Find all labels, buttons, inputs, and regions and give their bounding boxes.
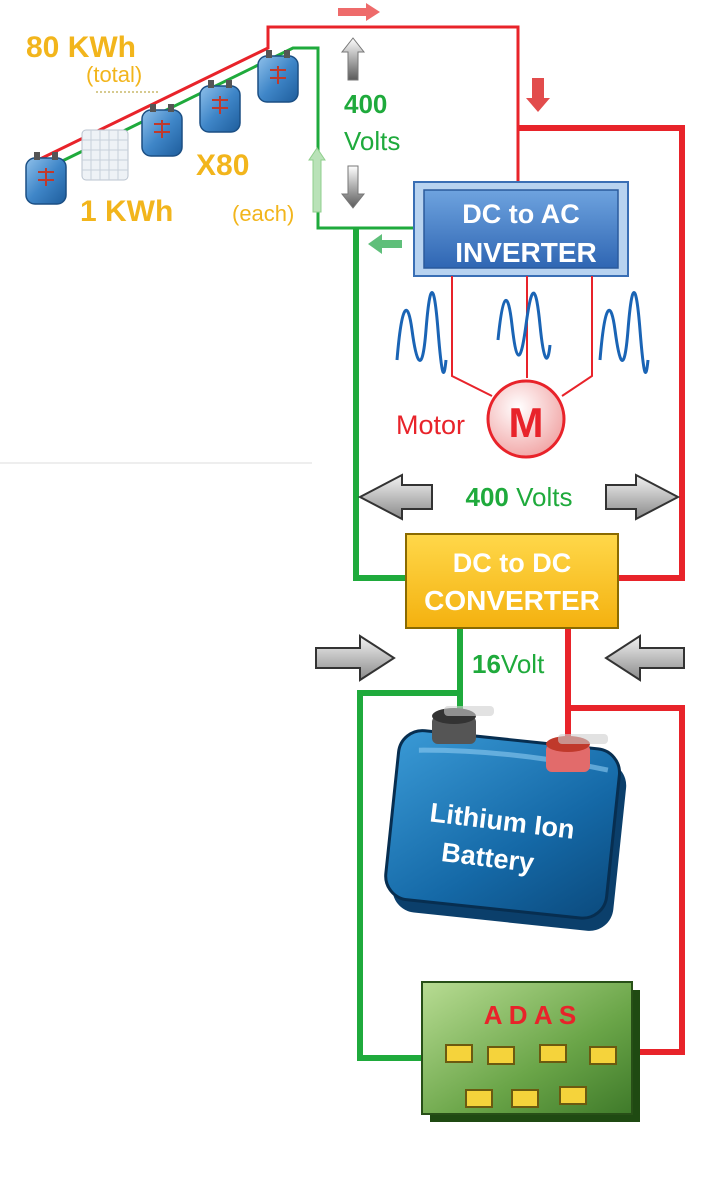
battery-cell: [25, 152, 67, 205]
bus-voltage-value: 400: [466, 482, 509, 512]
cell-module-grid: [81, 129, 129, 181]
cell-capacity: 1 KWh: [80, 195, 173, 228]
bus-arrow-left-icon: [357, 473, 433, 521]
lithium-battery: Lithium Ion Battery: [384, 706, 627, 931]
negative-terminal: [432, 706, 494, 744]
total-note: (total): [86, 62, 142, 87]
lv-arrow-left-icon: [604, 634, 685, 682]
pack-voltage-value: 400: [344, 89, 387, 119]
adas-label: A D A S: [484, 1000, 576, 1030]
converter-line2: CONVERTER: [424, 585, 600, 616]
motor: M Motor: [396, 379, 566, 459]
bus-voltage: 400 Volts: [357, 473, 681, 521]
low-voltage-arrows: 16Volt: [315, 634, 685, 682]
motor-phase-wires: [451, 276, 593, 397]
waveform-center: [496, 291, 552, 360]
arrow-left-icon: [368, 234, 402, 254]
battery-cell: [257, 50, 299, 103]
svg-text:400 Volts: 400 Volts: [466, 482, 573, 512]
adas-module: A D A S: [421, 981, 640, 1122]
arrow-down-icon: [526, 78, 550, 112]
flow-arrows: [308, 3, 550, 254]
battery-cell: [141, 104, 183, 157]
voltage-up-arrow-icon: [340, 37, 366, 81]
waveform-right: [598, 291, 650, 374]
inverter-line2: INVERTER: [455, 237, 597, 268]
motor-label: Motor: [396, 410, 465, 440]
pack-voltage-unit: Volts: [344, 126, 400, 156]
positive-terminal: [546, 734, 608, 772]
pack-labels: 80 KWh (total) X80 1 KWh (each) 400 Volt…: [26, 31, 400, 228]
inverter-box: DC to AC INVERTER: [413, 181, 629, 277]
lv-arrow-right-icon: [315, 634, 396, 682]
bus-arrow-right-icon: [605, 473, 681, 521]
svg-text:16Volt: 16Volt: [472, 649, 545, 679]
total-capacity: 80 KWh: [26, 31, 136, 64]
waveform-left: [395, 291, 448, 374]
cell-note: (each): [232, 201, 294, 226]
battery-cell: [199, 80, 241, 133]
arrow-up-icon: [308, 147, 326, 213]
low-voltage-value: 16: [472, 649, 501, 679]
motor-symbol: M: [509, 399, 544, 446]
converter-line1: DC to DC: [453, 548, 571, 578]
battery-cells: [25, 50, 299, 205]
ac-waveforms: [395, 291, 650, 374]
voltage-down-arrow-icon: [340, 165, 366, 209]
adas-chips: [445, 1044, 617, 1108]
cell-multiplier: X80: [196, 149, 249, 182]
inverter-line1: DC to AC: [462, 199, 579, 229]
main-wiring: [353, 125, 685, 1061]
arrow-right-icon: [338, 3, 380, 21]
converter-box: DC to DC CONVERTER: [405, 533, 619, 629]
bus-voltage-unit: Volts: [509, 482, 573, 512]
low-voltage-unit: Volt: [501, 649, 545, 679]
